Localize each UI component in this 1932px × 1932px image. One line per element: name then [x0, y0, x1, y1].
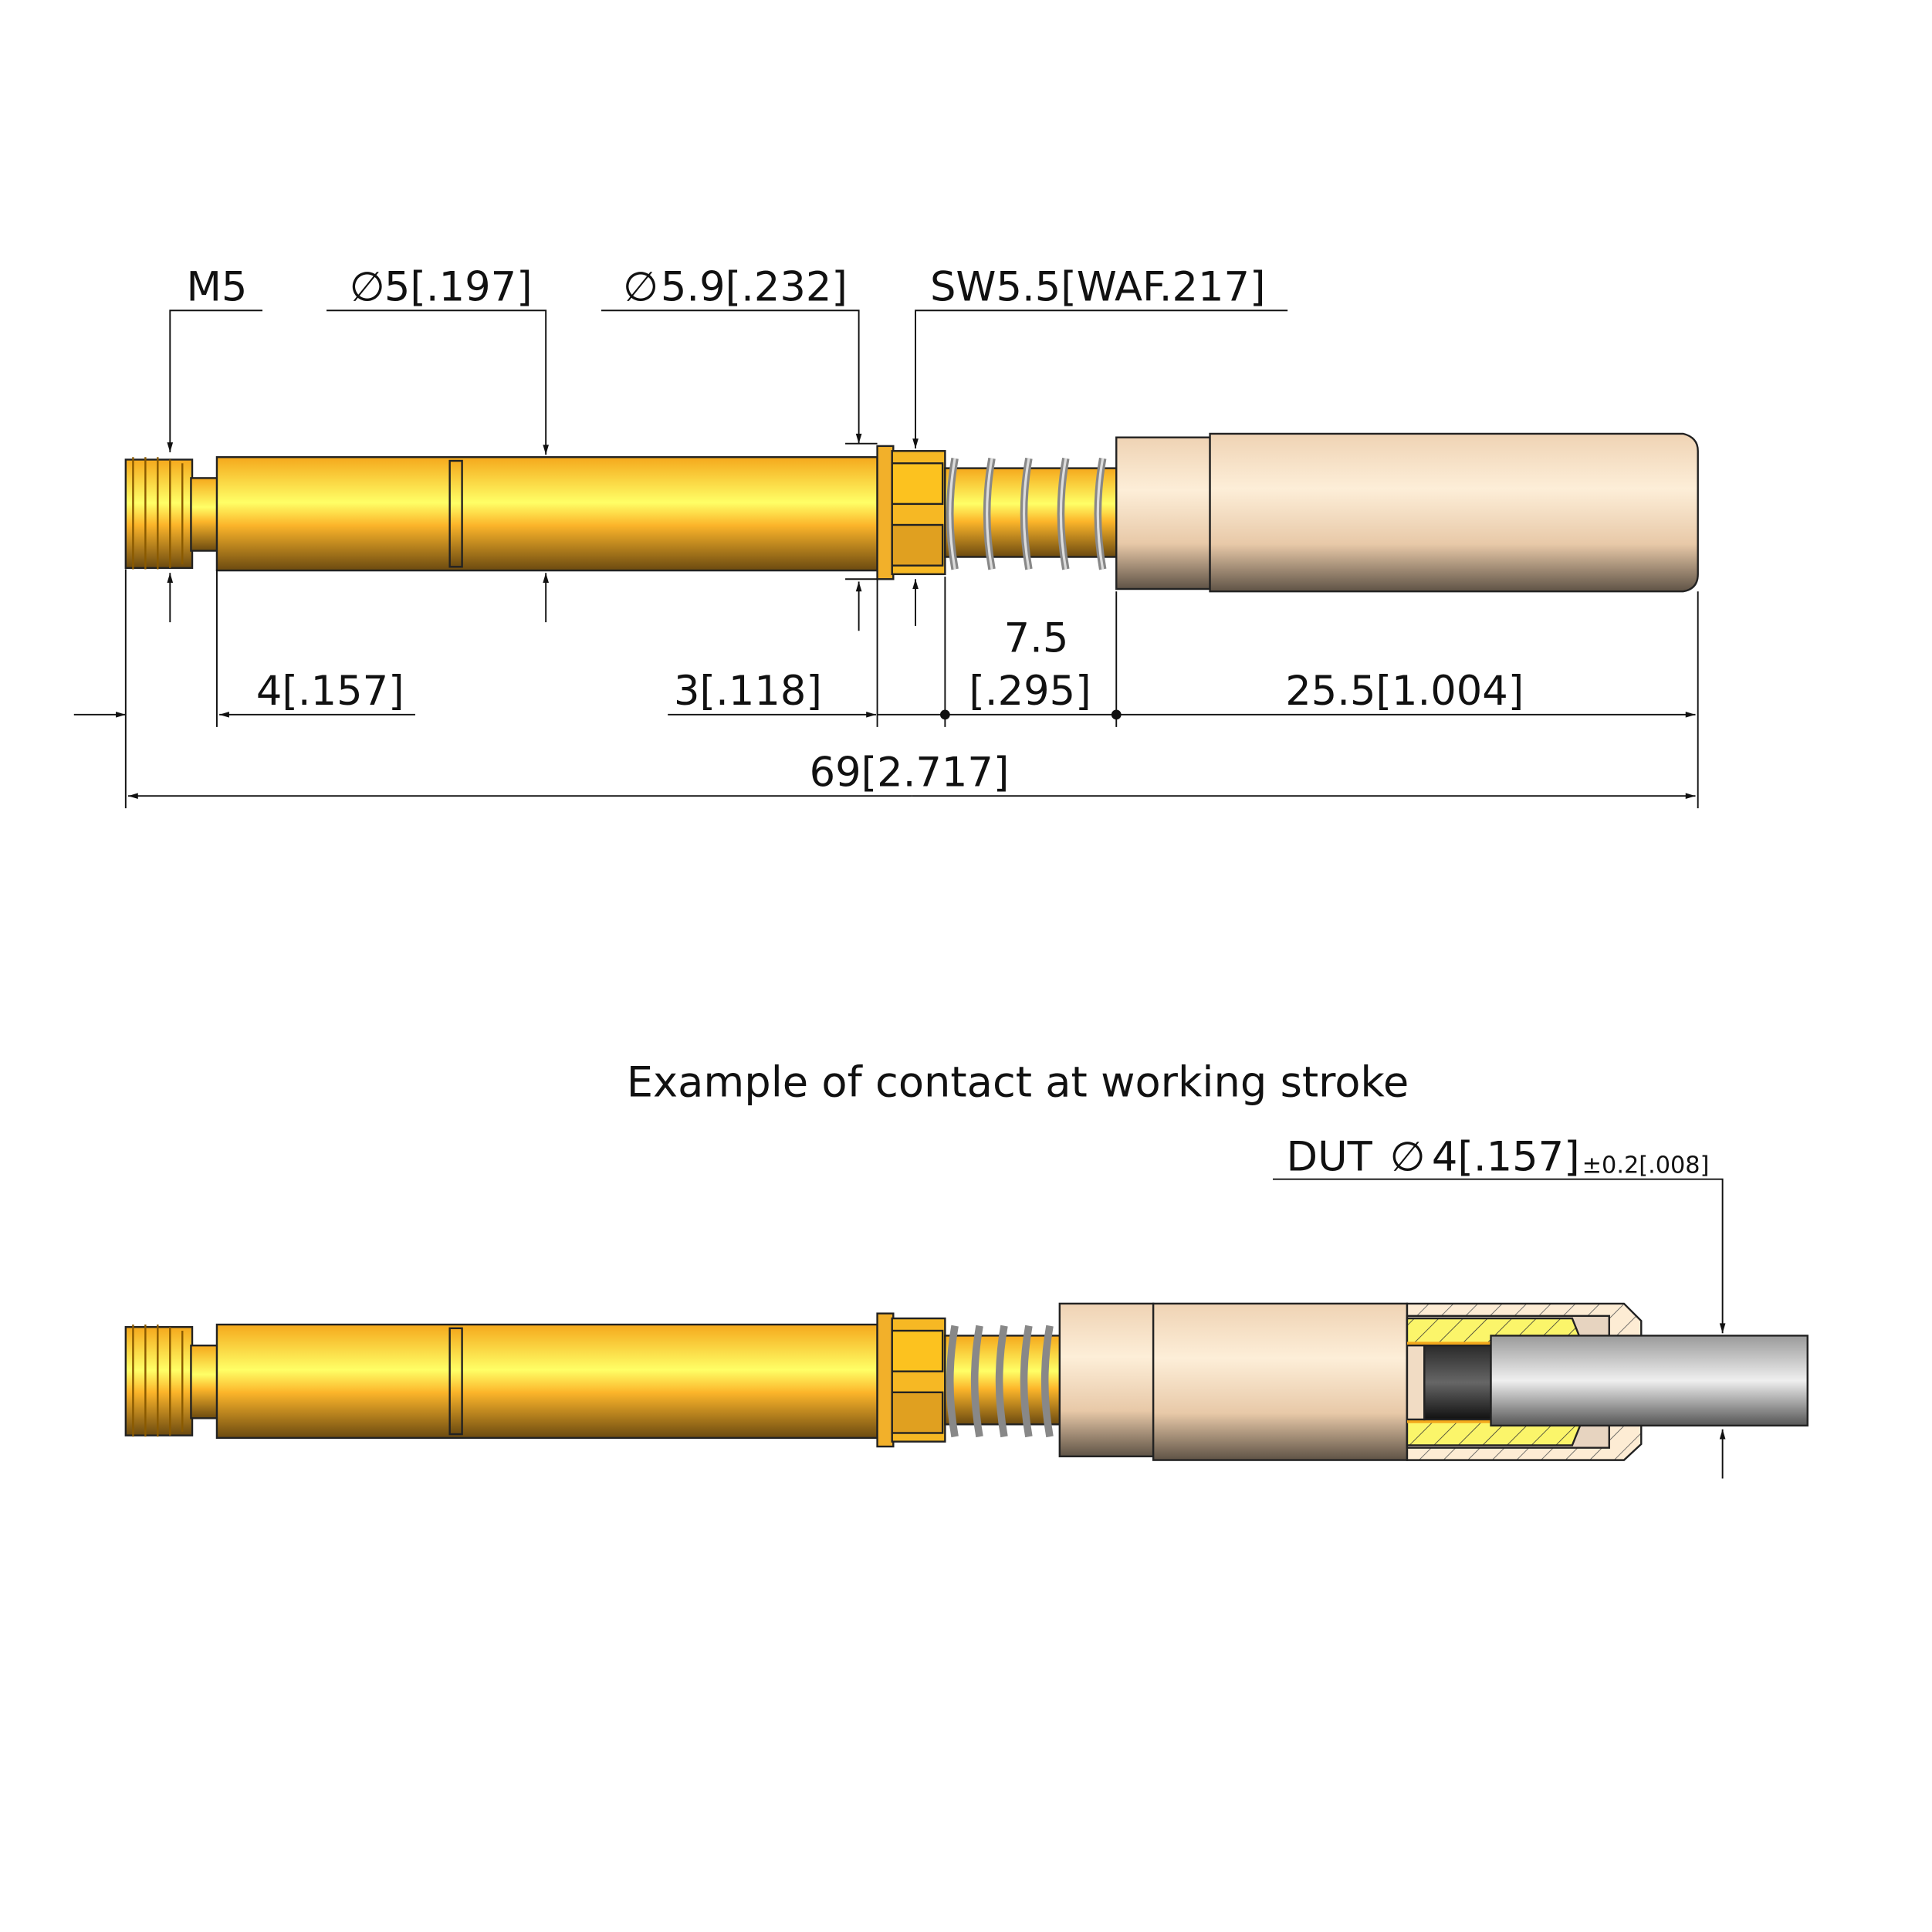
neck [190, 1344, 219, 1419]
example-title: Example of contact at working stroke [627, 1058, 1409, 1107]
wrench-size-label: SW5.5[WAF.217] [930, 263, 1266, 310]
overall-length-label: 69[2.717] [810, 749, 1010, 796]
thread [124, 457, 194, 570]
dut-dimension: DUT ∅ 4[.157] ±0.2[.008] [1272, 1133, 1726, 1479]
sleeve-collar [1058, 1302, 1155, 1458]
flange [876, 1312, 895, 1448]
hex [891, 1317, 946, 1443]
diameter-symbol-icon: ∅ [623, 263, 658, 310]
flange-diameter-label: 5.9[.232] [661, 263, 848, 310]
sleeve-collar [1115, 436, 1211, 590]
probe-top [124, 432, 1699, 593]
thread-length-label: 4[.157] [256, 668, 404, 715]
sleeve-length-label: 25.5[1.004] [1285, 668, 1524, 715]
contact-insert [1423, 1344, 1494, 1421]
stroke-in-label: [.295] [969, 668, 1091, 715]
sleeve-tube [1152, 1302, 1409, 1461]
hex [891, 450, 946, 576]
thread-label: M5 [186, 263, 247, 310]
shaft [215, 456, 878, 572]
dimensions-top: M5 ∅ 5[.197] ∅ 5.9[.232] SW5.5[WAF.217] … [73, 263, 1699, 809]
flange [876, 445, 895, 580]
spring [946, 457, 1107, 570]
diameter-symbol-icon: ∅ [350, 263, 385, 310]
dut-label: DUT [1287, 1133, 1373, 1180]
groove [448, 1327, 463, 1436]
dut-diameter-label: 4[.157] [1432, 1133, 1580, 1180]
groove [448, 459, 463, 568]
flange-length-label: 3[.118] [674, 668, 822, 715]
spring [946, 1325, 1054, 1438]
dut-tolerance-label: ±0.2[.008] [1582, 1152, 1710, 1179]
stroke-mm-label: 7.5 [1004, 614, 1069, 661]
shaft [215, 1323, 878, 1440]
neck [190, 477, 219, 552]
shaft-diameter-label: 5[.197] [384, 263, 533, 310]
sleeve-tube [1209, 432, 1699, 593]
thread [124, 1325, 194, 1437]
plunger-rod [944, 467, 1119, 558]
probe-bottom [124, 1302, 1809, 1461]
diameter-symbol-icon: ∅ [1390, 1133, 1426, 1180]
dut-rod [1490, 1335, 1809, 1427]
